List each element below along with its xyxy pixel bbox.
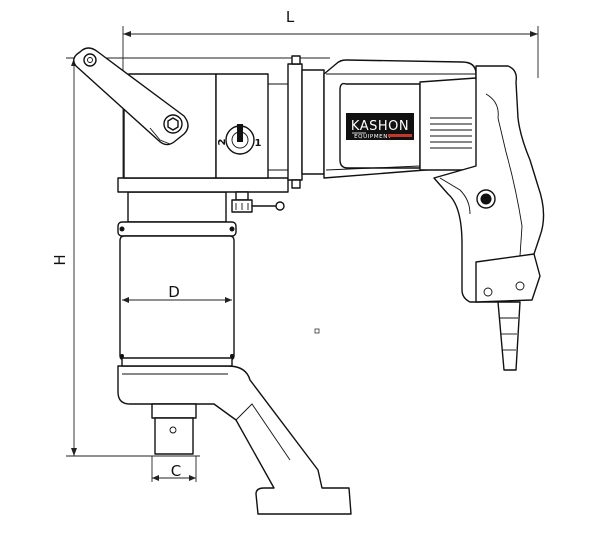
dimension-c: C [151,456,197,482]
dimension-l-label: L [286,8,295,26]
vent-grille [419,77,483,171]
pistol-grip [433,65,545,303]
brand-subtitle: EQUIPMENT [354,134,392,140]
lock-pin [231,191,285,213]
dimension-h-label: H [51,254,69,265]
brand-name: KASHON [351,119,409,134]
selector-position-2: 2 [217,138,228,145]
side-handle [73,47,189,146]
gearbox-cylinder [117,191,237,367]
reaction-arm [117,365,352,515]
cable-strain-relief [497,301,521,371]
square-drive [151,403,197,455]
dimension-c-label: C [171,462,181,480]
dimension-h: H [51,57,330,457]
dimension-d: D [122,283,232,303]
selector-knob: 2 1 [217,124,262,155]
selector-position-1: 1 [255,138,262,149]
center-marker [314,328,320,334]
dimension-d-label: D [168,283,180,301]
clamp-ring [287,55,325,189]
